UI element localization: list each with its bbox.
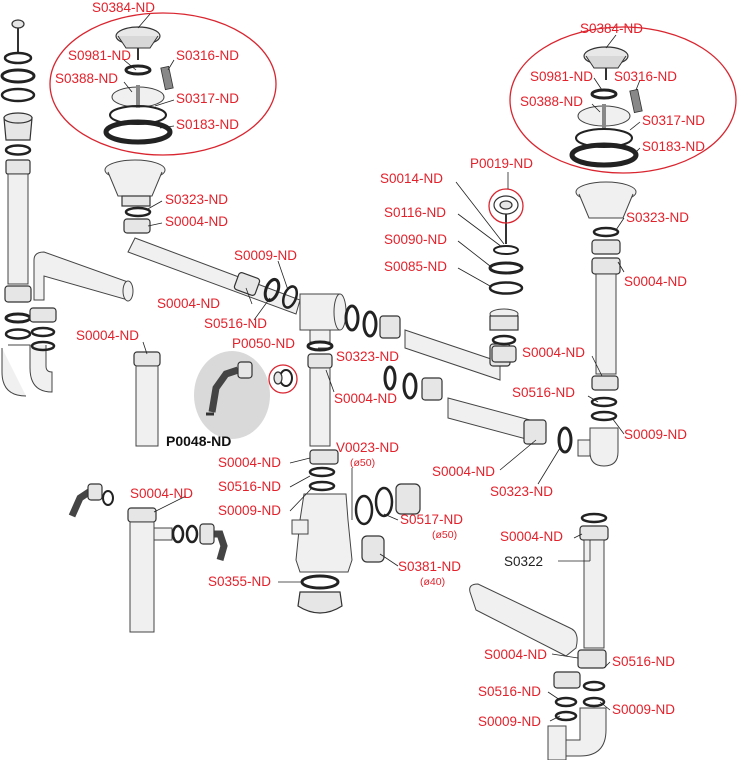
p0050-callout-circle [268,364,298,394]
label-s0516-right-mid: S0516-ND [512,385,575,400]
label-s0981-left: S0981-ND [68,48,131,63]
label-s0516-mid-center: S0516-ND [218,479,281,494]
label-s0384-left: S0384-ND [92,0,155,15]
label-s0388-right: S0388-ND [520,94,583,109]
left-strainer-callout-oval [49,12,277,156]
label-s0004-bottom: S0004-ND [484,647,547,662]
label-s0316-right: S0316-ND [614,69,677,84]
label-s0183-right: S0183-ND [642,139,705,154]
label-s0004-center-left: S0004-ND [157,296,220,311]
label-s0381: S0381-ND [398,559,461,574]
label-s0009-bottom-right: S0009-ND [612,702,675,717]
label-s0004-top-left: S0004-ND [165,214,228,229]
label-s0009-mid-center: S0009-ND [218,503,281,518]
label-s0323-top-left: S0323-ND [165,192,228,207]
label-s0322: S0322 [504,554,543,569]
leader-lines [123,13,641,722]
label-s0516-bottom-right: S0516-ND [612,654,675,669]
label-s0014: S0014-ND [380,171,443,186]
label-s0004-lower-left: S0004-ND [130,486,193,501]
left-strainer-stack [0,19,53,397]
label-s0316-left: S0316-ND [176,48,239,63]
label-s0004-mid-center: S0004-ND [218,455,281,470]
label-s0004-right-mid: S0004-ND [522,345,585,360]
label-s0004-center: S0004-ND [334,391,397,406]
left-horizontal-arm [29,251,134,352]
label-s0517: S0517-ND [400,512,463,527]
label-s0355: S0355-ND [208,574,271,589]
label-s0317-left: S0317-ND [176,91,239,106]
overflow-plug-assembly [488,195,524,363]
lower-left-assembly [68,483,228,633]
label-s0384-right: S0384-ND [580,21,643,36]
label-s0009-bottom-left: S0009-ND [478,714,541,729]
top-right-strainer [569,46,643,168]
label-s0116: S0116-ND [384,205,446,220]
label-s0516-center-left: S0516-ND [204,316,267,331]
p0019-callout-circle [488,188,524,224]
label-s0381-size: (ø40) [420,576,445,588]
top-left-strainer [103,26,174,145]
label-s0085: S0085-ND [384,259,447,274]
label-p0019: P0019-ND [470,156,533,171]
label-v0023: V0023-ND [336,440,399,455]
label-s0323-center: S0323-ND [336,349,399,364]
label-s0009-right-mid: S0009-ND [624,427,687,442]
label-s0323-mid: S0323-ND [490,484,553,499]
center-vertical-pipe [273,340,334,447]
label-p0050: P0050-ND [232,336,295,351]
diagonal-pipe [127,237,301,315]
label-s0004-lower-right: S0004-ND [500,529,563,544]
label-s0323-right: S0323-ND [626,210,689,225]
label-s0981-right: S0981-ND [530,69,593,84]
middle-left-strainer-body [104,159,166,234]
left-standalone-pipe [133,351,161,447]
label-s0517-size: (ø50) [432,529,457,541]
label-s0516-bottom-left: S0516-ND [478,684,541,699]
right-strainer-body [575,181,637,467]
label-s0004-mid: S0004-ND [432,464,495,479]
tee-fitting [299,293,401,343]
bottom-right-assembly [469,512,609,760]
p0048-hose-connector [206,361,253,416]
label-s0317-right: S0317-ND [642,113,705,128]
label-s0009-center: S0009-ND [234,248,297,263]
bottle-trap [291,449,421,614]
label-s0004-left-pipe: S0004-ND [76,328,139,343]
label-p0048: P0048-ND [166,433,231,449]
label-s0004-right: S0004-ND [624,274,687,289]
label-s0388-left: S0388-ND [55,71,118,86]
center-diagonal-pipe [383,329,573,454]
label-s0090: S0090-ND [384,232,447,247]
label-s0183-left: S0183-ND [176,117,239,132]
label-v0023-size: (ø50) [350,457,375,469]
right-strainer-callout-oval [509,26,737,174]
